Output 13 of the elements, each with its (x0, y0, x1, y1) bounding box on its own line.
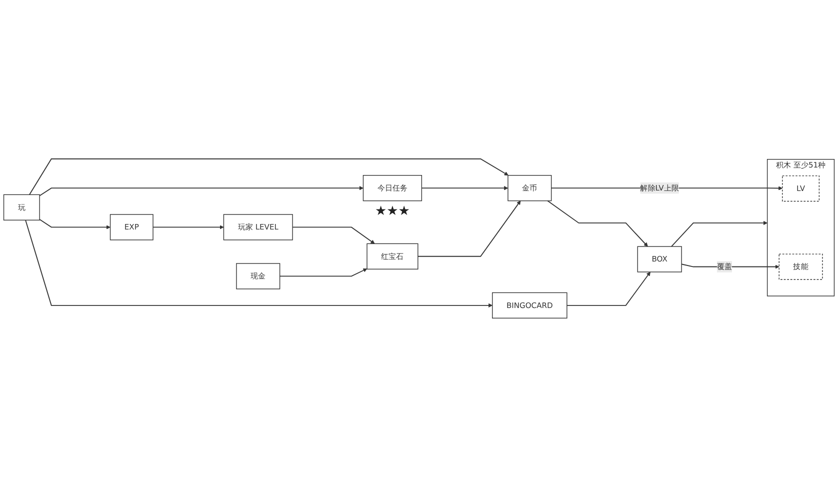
arrow (670, 220, 768, 247)
arrow (292, 226, 375, 244)
arrow (547, 200, 648, 247)
arrow (39, 186, 364, 196)
arrow (681, 264, 780, 269)
arrow (279, 268, 368, 277)
arrow (25, 220, 493, 308)
arrow (152, 225, 224, 230)
arrow (29, 158, 508, 196)
arrow (566, 272, 650, 306)
arrow (417, 200, 521, 257)
arrow (421, 186, 508, 190)
arrow (39, 218, 110, 230)
